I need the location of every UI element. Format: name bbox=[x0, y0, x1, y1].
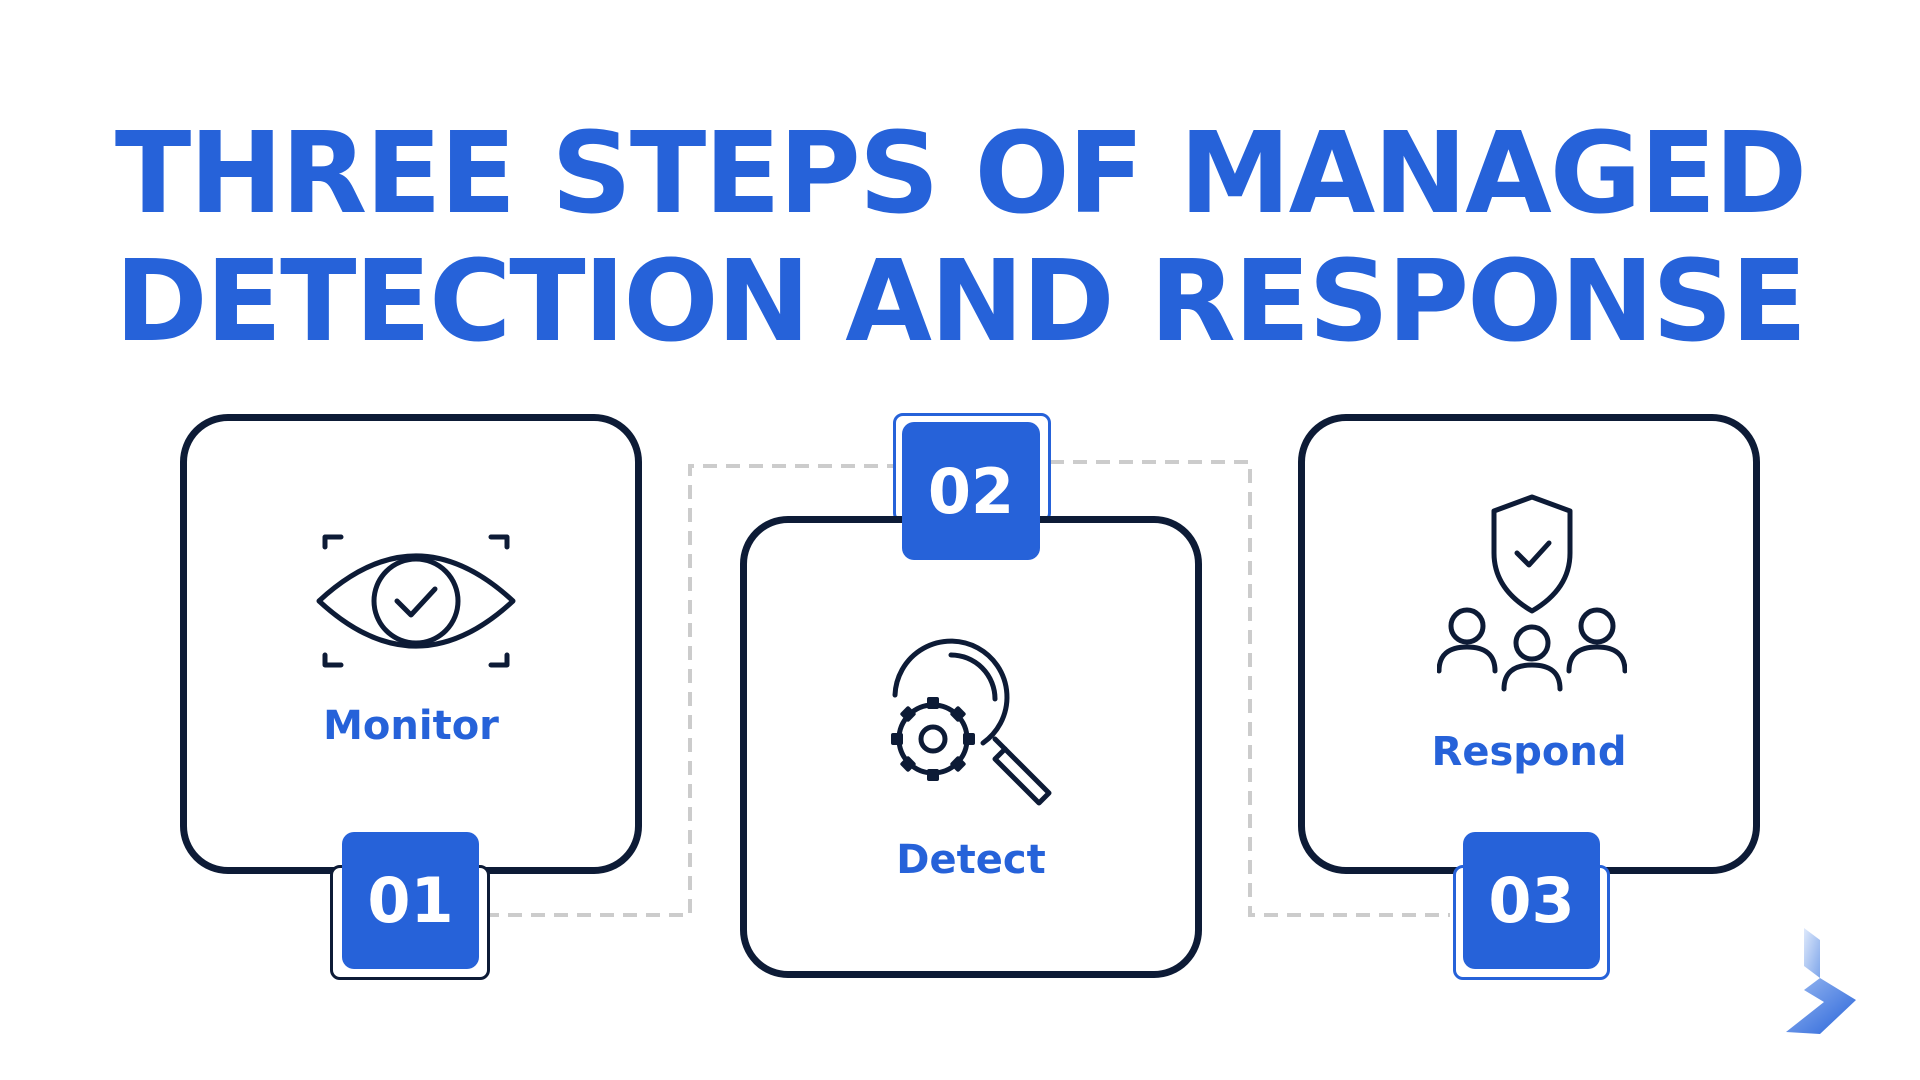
shield-team-icon bbox=[1437, 494, 1627, 692]
title-line-1: THREE STEPS OF MANAGED bbox=[114, 109, 1807, 239]
step-label-monitor: Monitor bbox=[323, 703, 499, 749]
step-label-detect: Detect bbox=[896, 837, 1046, 883]
brand-chevron-logo bbox=[1786, 928, 1856, 1034]
title-line-2: DETECTION AND RESPONSE bbox=[114, 237, 1808, 367]
step-card-detect: Detect bbox=[740, 516, 1202, 978]
step-label-respond: Respond bbox=[1431, 729, 1627, 775]
step-card-monitor: Monitor bbox=[180, 414, 642, 874]
page-title: THREE STEPS OF MANAGED DETECTION AND RES… bbox=[0, 110, 1920, 366]
step-badge-03: 03 bbox=[1463, 832, 1600, 969]
step-badge-02: 02 bbox=[902, 422, 1040, 560]
eye-check-icon bbox=[316, 534, 516, 668]
step-badge-01: 01 bbox=[342, 832, 479, 969]
magnifier-gear-icon bbox=[891, 638, 1052, 806]
step-card-respond: Respond bbox=[1298, 414, 1760, 874]
